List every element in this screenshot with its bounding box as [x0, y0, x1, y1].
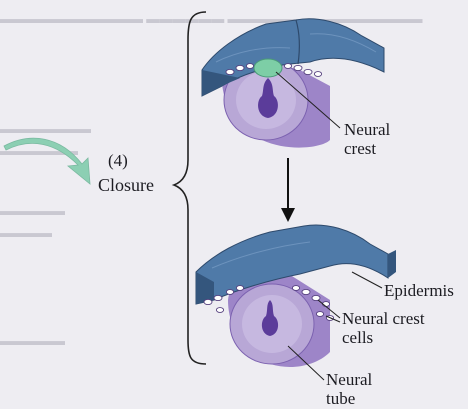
label-neural-crest-cells: Neural crest cells [342, 309, 425, 347]
label-neural-crest-top-line1: Neural [344, 120, 390, 139]
step-number: (4) [108, 151, 128, 170]
label-neural-crest-top-line2: crest [344, 139, 390, 158]
closed-neural-tube-figure [196, 225, 396, 380]
label-neural-tube-line2: tube [326, 389, 372, 408]
closure-brace [174, 12, 206, 364]
step-label-closure: Closure [98, 176, 154, 195]
curved-pointer-arrow [4, 138, 90, 184]
label-neural-crest-cells-line1: Neural crest [342, 309, 425, 328]
leader-epidermis [352, 272, 382, 288]
label-epidermis: Epidermis [384, 281, 454, 300]
label-neural-crest-cells-line2: cells [342, 328, 425, 347]
label-neural-crest-top: Neural crest [344, 120, 390, 158]
down-arrow [281, 158, 295, 222]
label-neural-tube: Neural tube [326, 370, 372, 408]
neural-crest-blob [254, 59, 282, 77]
label-neural-tube-line1: Neural [326, 370, 372, 389]
